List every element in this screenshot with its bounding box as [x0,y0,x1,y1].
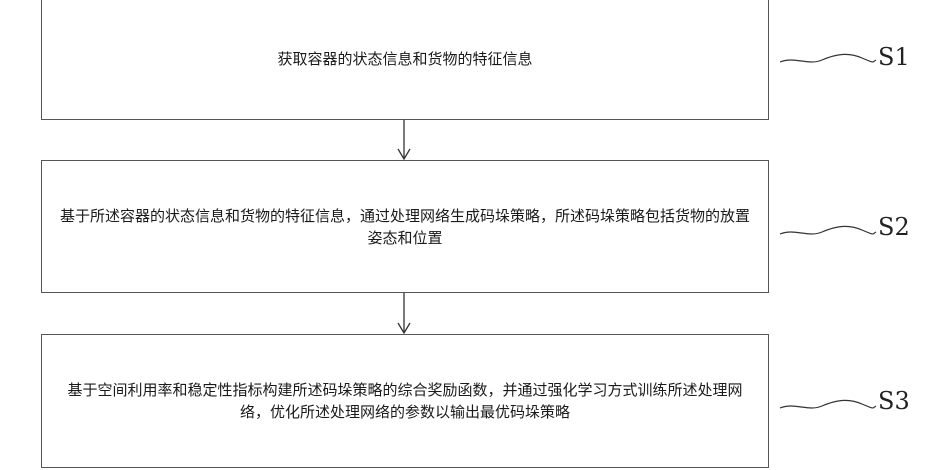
step-text-s1: 获取容器的状态信息和货物的特征信息 [277,48,532,70]
step-label-s3: S3 [878,387,910,415]
leader-line-s1 [780,54,876,62]
step-label-s1: S1 [878,43,910,71]
leader-line-s2 [780,226,876,234]
leader-line-s3 [780,400,876,408]
step-text-s3: 基于空间利用率和稳定性指标构建所述码垛策略的综合奖励函数，并通过强化学习方式训练… [55,379,755,423]
step-box-s1: 获取容器的状态信息和货物的特征信息 [41,0,769,120]
step-text-s2: 基于所述容器的状态信息和货物的特征信息，通过处理网络生成码垛策略，所述码垛策略包… [55,205,755,249]
step-label-s2: S2 [878,213,910,241]
step-box-s3: 基于空间利用率和稳定性指标构建所述码垛策略的综合奖励函数，并通过强化学习方式训练… [41,334,769,468]
step-box-s2: 基于所述容器的状态信息和货物的特征信息，通过处理网络生成码垛策略，所述码垛策略包… [41,160,769,293]
arrow-s2-to-s3 [398,293,410,333]
arrow-s1-to-s2 [398,120,410,159]
